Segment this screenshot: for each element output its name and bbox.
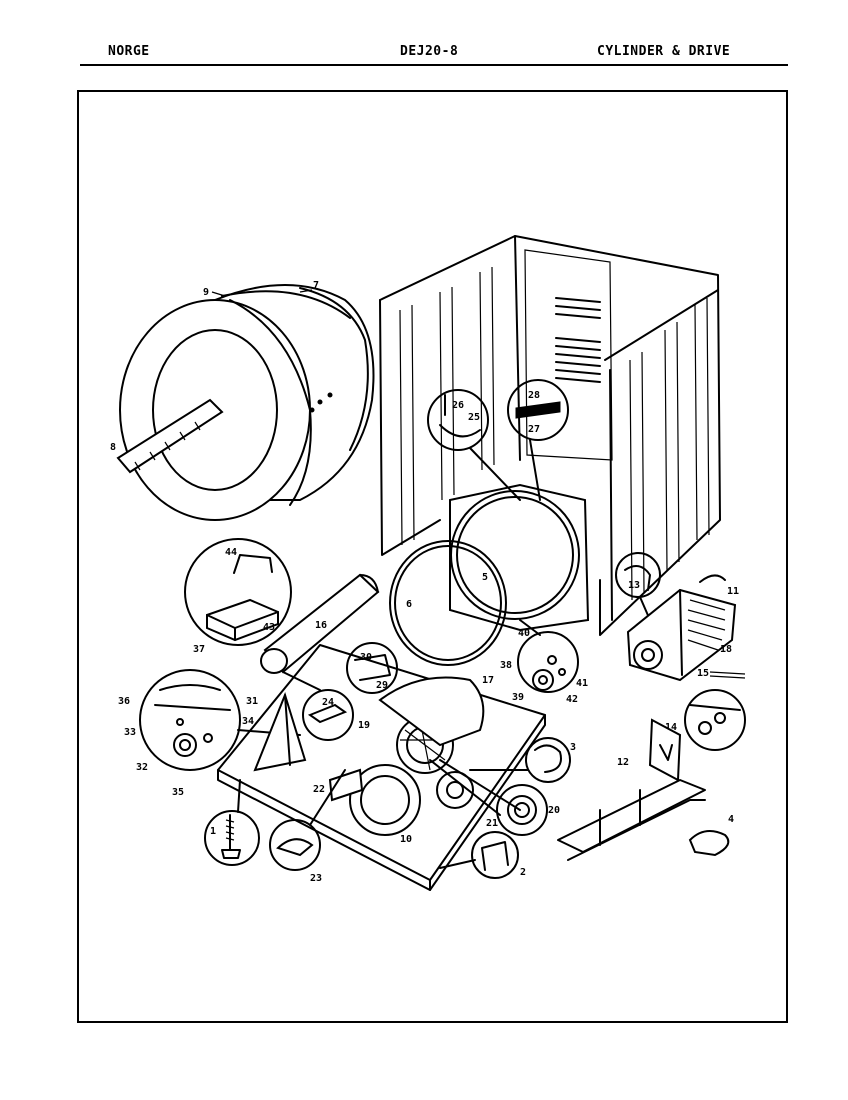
- callout-21: 21: [486, 818, 498, 829]
- callout-1: 1: [210, 826, 216, 837]
- callout-38: 38: [500, 660, 512, 671]
- diagram-frame: [77, 90, 788, 1023]
- cabinet-vent-grille: [555, 297, 601, 383]
- callout-32: 32: [136, 762, 148, 773]
- inset-25-26: [427, 389, 521, 501]
- callout-8: 8: [110, 442, 116, 453]
- callout-22: 22: [313, 784, 325, 795]
- callout-17: 17: [482, 675, 494, 686]
- callout-31: 31: [246, 696, 258, 707]
- front-bulkhead: [449, 483, 590, 632]
- header-rule: [80, 64, 788, 66]
- inset-3-idler-spring: [469, 737, 571, 783]
- inset-27-28: [507, 379, 569, 501]
- callout-3: 3: [570, 742, 576, 753]
- callout-44: 44: [225, 547, 237, 558]
- inset-23: [269, 769, 346, 871]
- callout-12: 12: [617, 757, 629, 768]
- callout-43: 43: [263, 622, 275, 633]
- callout-11: 11: [727, 586, 739, 597]
- callout-33: 33: [124, 727, 136, 738]
- callout-25: 25: [468, 412, 480, 423]
- inset-24: [302, 689, 354, 741]
- callout-16: 16: [315, 620, 327, 631]
- inset-1-leveling-leg: [204, 779, 260, 866]
- inset-2: [439, 831, 519, 879]
- callout-5: 5: [482, 572, 488, 583]
- drive-belt-pulley-10: [349, 764, 421, 836]
- callout-40: 40: [518, 628, 530, 639]
- drum-cylinder: [119, 284, 375, 521]
- callout-15: 15: [697, 668, 709, 679]
- callout-6: 6: [406, 599, 412, 610]
- callout-14: 14: [665, 722, 677, 733]
- callout-24: 24: [322, 697, 334, 708]
- callout-10: 10: [400, 834, 412, 845]
- header-brand: NORGE: [108, 44, 150, 59]
- callout-28: 28: [528, 390, 540, 401]
- exhaust-duct: [260, 573, 380, 691]
- callout-2: 2: [520, 867, 526, 878]
- callout-23: 23: [310, 873, 322, 884]
- idler-pulley: [436, 771, 474, 809]
- inset-14: [684, 689, 746, 751]
- callout-20: 20: [548, 805, 560, 816]
- drum-baffle: [116, 398, 224, 474]
- callout-4: 4: [728, 814, 734, 825]
- inset-29-30: [346, 642, 398, 694]
- inset-20: [496, 784, 548, 836]
- blower-housing-17: [378, 676, 485, 747]
- motor-shaft-15: [709, 671, 746, 679]
- callout-35: 35: [172, 787, 184, 798]
- callout-30: 30: [360, 652, 372, 663]
- felt-seal-ring: [389, 540, 507, 666]
- callout-37: 37: [193, 644, 205, 655]
- callout-36: 36: [118, 696, 130, 707]
- callout-42: 42: [566, 694, 578, 705]
- callout-19: 19: [358, 720, 370, 731]
- callout-7: 7: [313, 280, 319, 291]
- drive-motor: [626, 574, 737, 682]
- motor-mount-bracket: [557, 718, 706, 861]
- callout-26: 26: [452, 400, 464, 411]
- header-section-title: CYLINDER & DRIVE: [597, 44, 731, 59]
- callout-18: 18: [720, 644, 732, 655]
- callout-9: 9: [203, 287, 209, 298]
- callout-41: 41: [576, 678, 588, 689]
- base-frame: [217, 644, 546, 891]
- header-model-number: DEJ20-8: [400, 44, 459, 59]
- callout-34: 34: [242, 716, 254, 727]
- callout-39: 39: [512, 692, 524, 703]
- callout-13: 13: [628, 580, 640, 591]
- callout-27: 27: [528, 424, 540, 435]
- inset-43-44: [184, 538, 292, 646]
- part-4-clip: [688, 830, 730, 857]
- inset-38-42-pulley: [517, 619, 579, 693]
- callout-29: 29: [376, 680, 388, 691]
